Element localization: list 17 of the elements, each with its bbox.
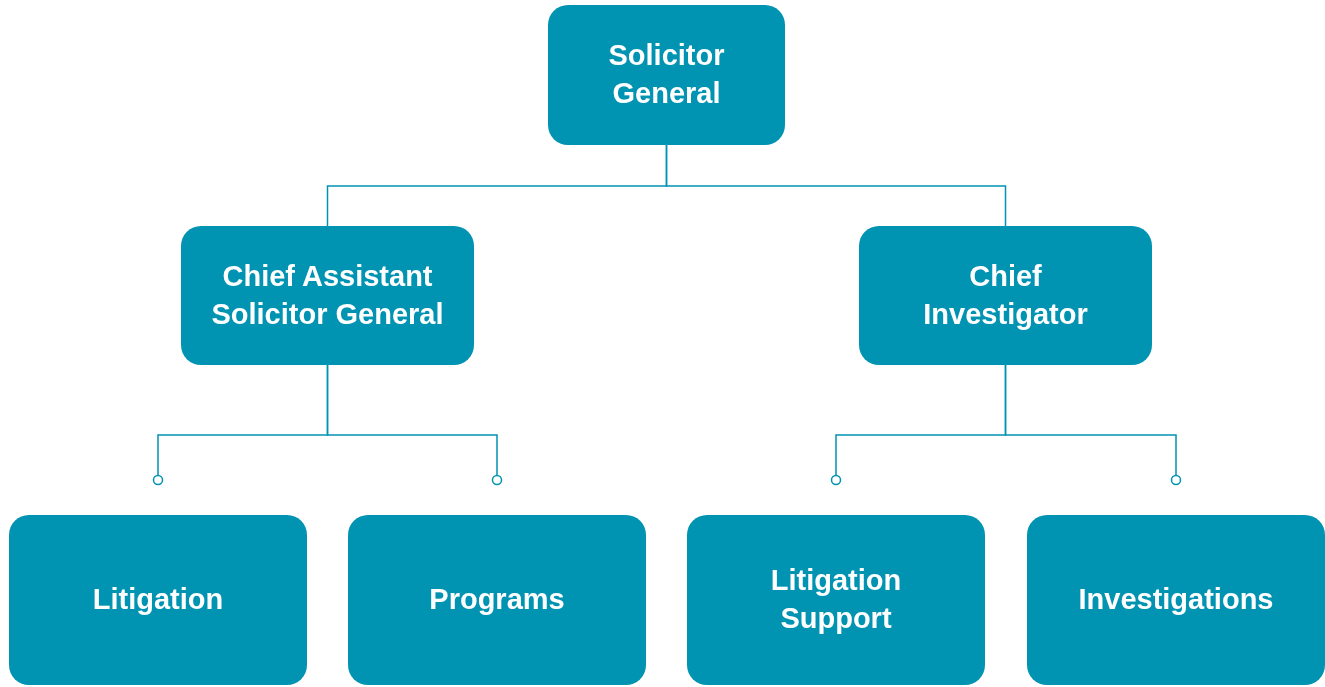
org-box [859,226,1152,365]
org-box [181,226,474,365]
org-box [1027,515,1325,685]
org-box [548,5,785,145]
role-title: Litigation [92,582,224,618]
role-title: Chief Assistant Solicitor General [210,258,445,332]
role-title: Litigation Support [769,563,903,636]
connector-line [665,144,1007,227]
role-title: Programs [429,582,565,618]
role-title: Chief Investigator [922,258,1089,332]
role-title: Investigations [1078,582,1274,618]
org-box [348,515,646,685]
org-box [687,515,985,685]
connector-line [326,364,503,486]
role-title: Solicitor General [607,38,726,111]
connector-line [1004,364,1182,486]
org-box [9,515,307,685]
